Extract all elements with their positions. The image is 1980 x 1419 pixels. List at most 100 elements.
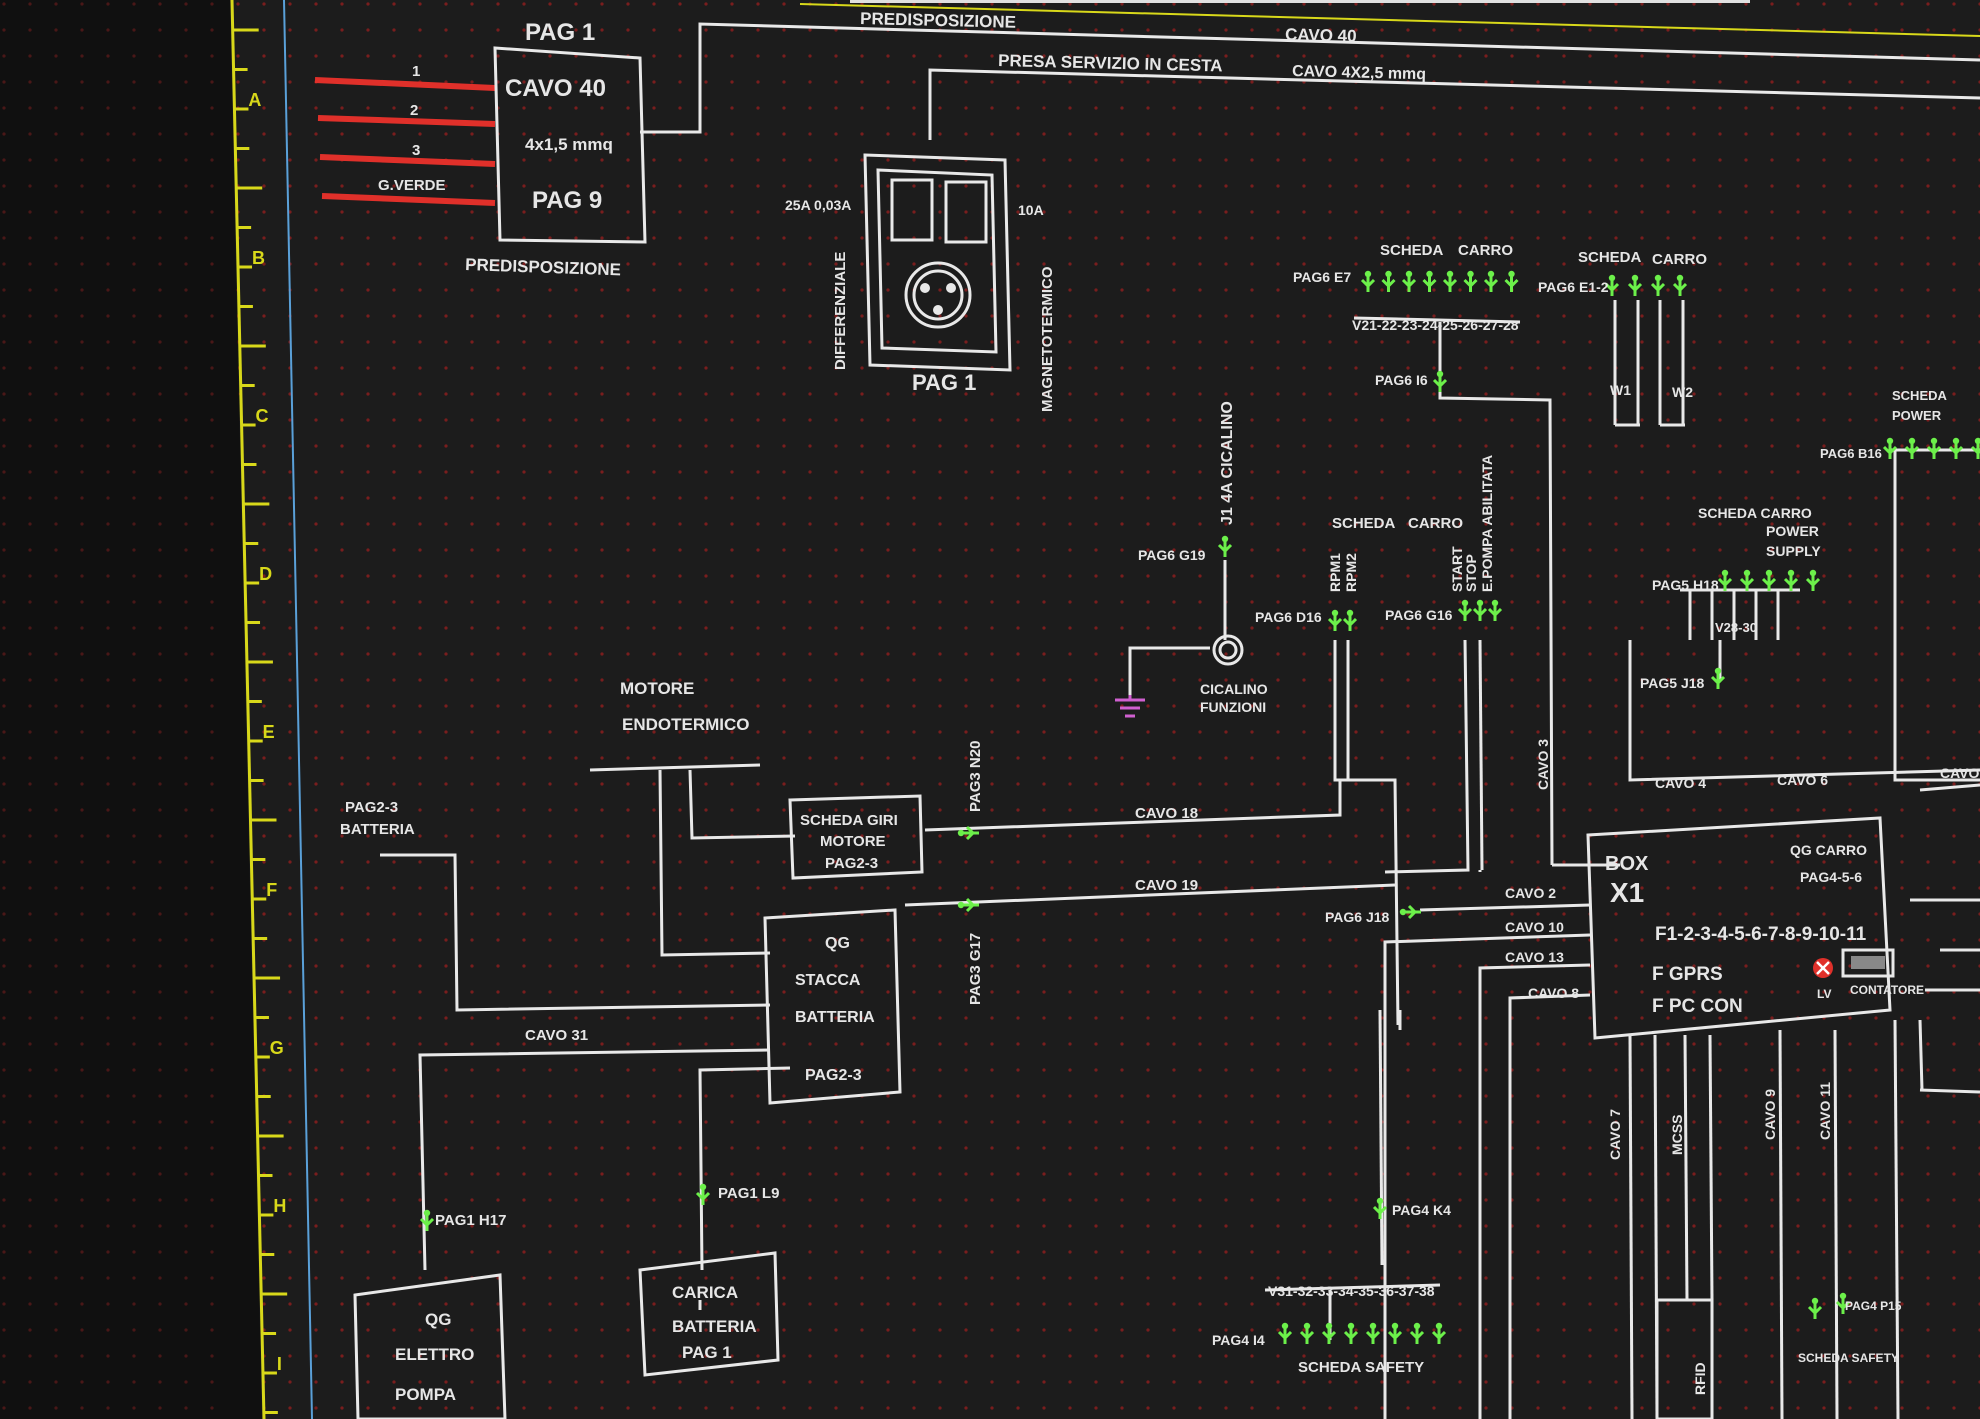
j18-label: PAG6 J18: [1325, 909, 1390, 925]
scheda-carro-top-title1: SCHEDA: [1380, 242, 1444, 259]
cavo9-label: CAVO 9: [1762, 1089, 1778, 1140]
bezel-dots: [0, 0, 230, 1419]
qg-stacca-ref: PAG3 G17: [967, 933, 984, 1005]
scheda-giri-line2: MOTORE: [820, 833, 886, 850]
red-wire-3: [319, 154, 496, 167]
bottom-right-ref: PAG4 P15: [1845, 1299, 1902, 1313]
bottom-right-label: SCHEDA SAFETY: [1798, 1351, 1899, 1365]
cavo31-label: CAVO 31: [525, 1027, 588, 1044]
ruler-row-label: F: [266, 880, 277, 900]
power-supply-range: V28-30: [1715, 620, 1757, 635]
scheda-power-edge-title2: POWER: [1892, 408, 1942, 423]
epompa-label: E.POMPA ABILITATA: [1479, 455, 1495, 592]
scheda-carro-right-ref: PAG6 E1-2: [1538, 279, 1609, 295]
qg-elettropompa-line3: POMPA: [395, 1385, 456, 1404]
scheda-giri-ref: PAG3 N20: [967, 741, 984, 812]
pag1-l9-label: PAG1 L9: [718, 1185, 779, 1202]
scheda-carro-top-ref2: PAG6 I6: [1375, 372, 1428, 388]
box-x1[interactable]: [1586, 816, 1892, 1040]
scheda-power-edge-title1: SCHEDA: [1892, 388, 1948, 403]
safety-label: SCHEDA SAFETY: [1298, 1359, 1424, 1376]
qg-stacca-box[interactable]: [763, 908, 902, 1105]
w2-label: W2: [1672, 384, 1693, 400]
carica-batteria-box[interactable]: [638, 1251, 780, 1377]
pag1-h17-label: PAG1 H17: [435, 1212, 506, 1229]
cavo11-label: CAVO 11: [1817, 1082, 1833, 1140]
rpm2-label: RPM2: [1343, 553, 1359, 592]
cavo-edge-label: CAVO: [1940, 765, 1980, 781]
grid-dots: [230, 0, 1980, 1419]
batteria-line2: BATTERIA: [340, 821, 415, 838]
rfid-box[interactable]: [1655, 1298, 1714, 1419]
scheda-carro-right-title2: CARRO: [1652, 251, 1707, 268]
safety-ref-top: PAG4 K4: [1392, 1202, 1451, 1218]
cicalino-ref: PAG6 G19: [1138, 547, 1206, 563]
qg-stacca-line3: BATTERIA: [795, 1009, 875, 1026]
carica-line3: PAG 1: [682, 1343, 732, 1362]
scheda-carro-top-range: V21-22-23-24-25-26-27-28: [1352, 317, 1519, 333]
box-x1-fpccon: F PC CON: [1652, 996, 1743, 1017]
cavo13-label: CAVO 13: [1505, 949, 1564, 965]
stop-label: STOP: [1463, 554, 1479, 592]
box-x1-lv: LV: [1817, 987, 1831, 1001]
cavo4-label: CAVO 4: [1655, 775, 1706, 791]
ruler-row-label: G: [270, 1038, 284, 1058]
rfid-label: RFID: [1692, 1362, 1708, 1395]
top-cavo40: CAVO 40: [1285, 25, 1357, 46]
safety-range: V31-32-33-34-35-36-37-38: [1268, 1283, 1435, 1299]
start-label: START: [1449, 546, 1465, 592]
scheda-giri-box[interactable]: [788, 794, 924, 880]
w1-label: W1: [1610, 382, 1631, 398]
cavo4x25-label: CAVO 4X2,5 mmq: [1292, 63, 1426, 83]
ruler-row-label: I: [277, 1354, 282, 1374]
power-supply-ref2: PAG5 J18: [1640, 675, 1705, 691]
power-supply-title1: SCHEDA CARRO: [1698, 505, 1812, 521]
ruler-row-label: D: [259, 564, 272, 584]
red-wire-2: [317, 115, 496, 127]
qg-elettropompa-box[interactable]: [353, 1273, 507, 1419]
cavo3-label: CAVO 3: [1535, 739, 1551, 790]
power-supply-title2: POWER: [1766, 523, 1819, 539]
qg-stacca-line2: STACCA: [795, 972, 861, 989]
top-predisposizione: PREDISPOSIZIONE: [860, 9, 1016, 32]
socket-box[interactable]: [863, 153, 1012, 372]
red-wire-4: [321, 193, 496, 206]
wire-label-3: 3: [412, 142, 420, 159]
safety-ref: PAG4 I4: [1212, 1332, 1265, 1348]
mcss-label: MCSS: [1669, 1115, 1685, 1155]
cavo19-label: CAVO 19: [1135, 877, 1198, 894]
scheda-carro-mid-title1: SCHEDA: [1332, 515, 1396, 532]
cavo40-line3: PAG 9: [532, 187, 602, 214]
cicalino-symbol[interactable]: [1212, 634, 1244, 666]
top-ruler: [799, 0, 1980, 37]
ruler-row-label: C: [256, 406, 269, 426]
wires: [314, 22, 1980, 1419]
cavo40-pag1: PAG 1: [525, 19, 595, 46]
cicalino-label: J1 4A CICALINO: [1219, 401, 1236, 525]
ruler-row-label: B: [252, 248, 265, 268]
batteria-line1: PAG2-3: [345, 799, 398, 816]
box-x1-fuses: F1-2-3-4-5-6-7-8-9-10-11: [1655, 924, 1867, 945]
ruler-row-label: A: [248, 90, 261, 110]
wire-label-1: 1: [412, 63, 420, 80]
carica-line1: CARICA: [672, 1283, 738, 1302]
power-supply-title3: SUPPLY: [1766, 543, 1821, 559]
socket-left-label: DIFFERENZIALE: [832, 252, 849, 370]
box-x1-contatore: CONTATORE: [1850, 983, 1924, 997]
lv-icon[interactable]: [1813, 958, 1833, 978]
motore-line2: ENDOTERMICO: [622, 715, 750, 734]
rpm-ref: PAG6 D16: [1255, 609, 1322, 625]
cavo40-box[interactable]: [493, 46, 647, 244]
cavo2-label: CAVO 2: [1505, 885, 1556, 901]
start-ref: PAG6 G16: [1385, 607, 1453, 623]
scheda-giri-line3: PAG2-3: [825, 855, 878, 872]
cavo6-label: CAVO 6: [1777, 772, 1828, 788]
qg-stacca-line4: PAG2-3: [805, 1067, 862, 1084]
scheda-giri-line1: SCHEDA GIRI: [800, 812, 898, 829]
cavo18-label: CAVO 18: [1135, 805, 1198, 822]
socket-page: PAG 1: [912, 370, 976, 395]
box-x1-fgprs: F GPRS: [1652, 964, 1723, 985]
